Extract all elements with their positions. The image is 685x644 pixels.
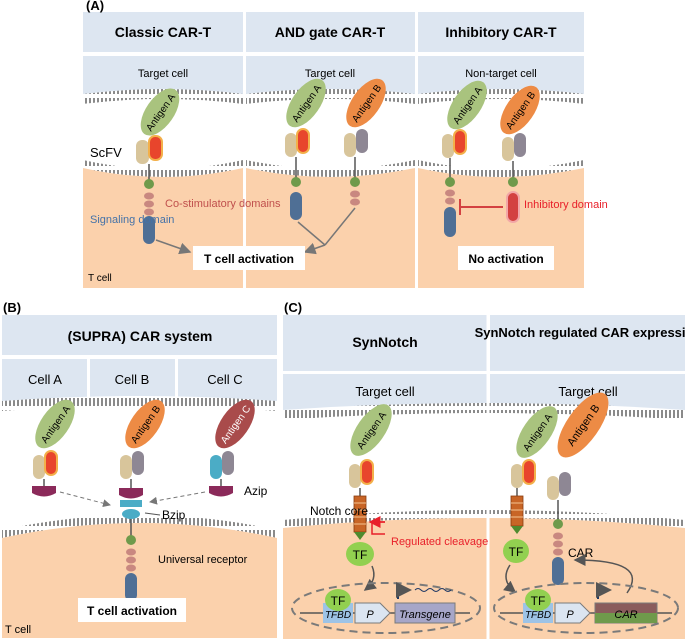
- panel-a-col1-cell: Target cell: [138, 68, 188, 80]
- no-activation-box: No activation: [458, 246, 554, 270]
- panel-a-col2-title: AND gate CAR-T: [275, 24, 386, 40]
- signaling-domain-shape: [143, 216, 155, 244]
- tf-label: TF: [353, 548, 368, 562]
- transgene-label: Transgene: [399, 609, 451, 621]
- panel-c-letter: (C): [284, 300, 302, 315]
- scfv-label: ScFV: [90, 145, 122, 160]
- promoter-label: P: [366, 609, 374, 621]
- panel-a-col-inhibitory: [418, 12, 584, 288]
- activation-label-b: T cell activation: [87, 604, 177, 618]
- panel-a-letter: (A): [86, 0, 104, 13]
- synnotch-nucleus: TFBD TF P Transgene: [291, 582, 481, 634]
- activation-box-a: T cell activation: [193, 246, 305, 270]
- nucleus-tf-label: TF: [331, 594, 346, 608]
- panel-b-cell-c: Cell C: [207, 372, 242, 387]
- panel-c-col1-title: SynNotch: [352, 334, 417, 350]
- regulated-cleavage-label: Regulated cleavage: [391, 536, 488, 548]
- scfv-light-shape: [136, 140, 149, 164]
- tfbd-label: TFBD: [325, 610, 351, 621]
- classic-car-receptor: Antigen A ScFV Co-stimulatory domains Si…: [90, 88, 281, 255]
- universal-receptor-text: Universal receptor: [158, 554, 248, 566]
- panel-a-col3-title: Inhibitory CAR-T: [445, 24, 557, 40]
- panel-c-col1-cell: Target cell: [355, 384, 414, 399]
- car-label: CAR: [568, 546, 594, 560]
- panel-b-title: (SUPRA) CAR system: [68, 328, 213, 344]
- supra-adaptor-c: Antigen C: [149, 399, 255, 505]
- panel-a: (A) Classic CAR-T AND gate CAR-T Inhibit…: [83, 0, 608, 288]
- costim-label: Co-stimulatory domains: [165, 198, 281, 210]
- notch-core-text: Notch core: [310, 504, 368, 518]
- tf-shape: [346, 542, 374, 566]
- panel-b: (B) (SUPRA) CAR system Cell A Cell B Cel…: [2, 300, 277, 638]
- scfv-red-shape: [148, 135, 163, 161]
- azip-label: Azip: [244, 484, 268, 498]
- activation-box-b: T cell activation: [78, 598, 186, 622]
- c2-tfbd-label: TFBD: [525, 610, 551, 621]
- panel-a-col1-title: Classic CAR-T: [115, 24, 212, 40]
- car-gene-label: CAR: [614, 609, 637, 621]
- panel-b-cell-b: Cell B: [115, 372, 150, 387]
- signaling-label: Signaling domain: [90, 214, 174, 226]
- synnotch-receptor: Antigen A TF Notch core Regulated cleava…: [310, 404, 488, 591]
- panel-a-col2-cell: Target cell: [305, 68, 355, 80]
- hinge-shape: [144, 179, 154, 189]
- t-cell-label-b: T cell: [5, 624, 31, 636]
- c2-tf-label: TF: [509, 545, 524, 559]
- panel-c: (C) SynNotch SynNotch regulated CAR expr…: [283, 300, 685, 639]
- no-activation-label: No activation: [468, 252, 543, 266]
- notch-core-label: Notch core: [310, 504, 368, 518]
- universal-receptor-label: Universal receptor: [158, 554, 248, 566]
- c2-nucleus-tf-label: TF: [531, 594, 546, 608]
- panel-c-col2-title: SynNotch regulated CAR expression: [475, 325, 685, 340]
- bzip-label: Bzip: [162, 508, 186, 522]
- activation-label-a: T cell activation: [204, 252, 294, 266]
- synnotch-car-nucleus: TFBD TF P CAR: [493, 582, 679, 634]
- panel-c-col2-cell: Target cell: [558, 384, 617, 399]
- panel-b-cell-a: Cell A: [28, 372, 62, 387]
- t-cell-label-a: T cell: [88, 273, 112, 284]
- c2-promoter-label: P: [566, 609, 574, 621]
- antigen-a-shape: [140, 88, 180, 136]
- panel-b-letter: (B): [3, 300, 21, 315]
- inhibitory-label: Inhibitory domain: [524, 199, 608, 211]
- panel-a-col3-cell: Non-target cell: [465, 68, 537, 80]
